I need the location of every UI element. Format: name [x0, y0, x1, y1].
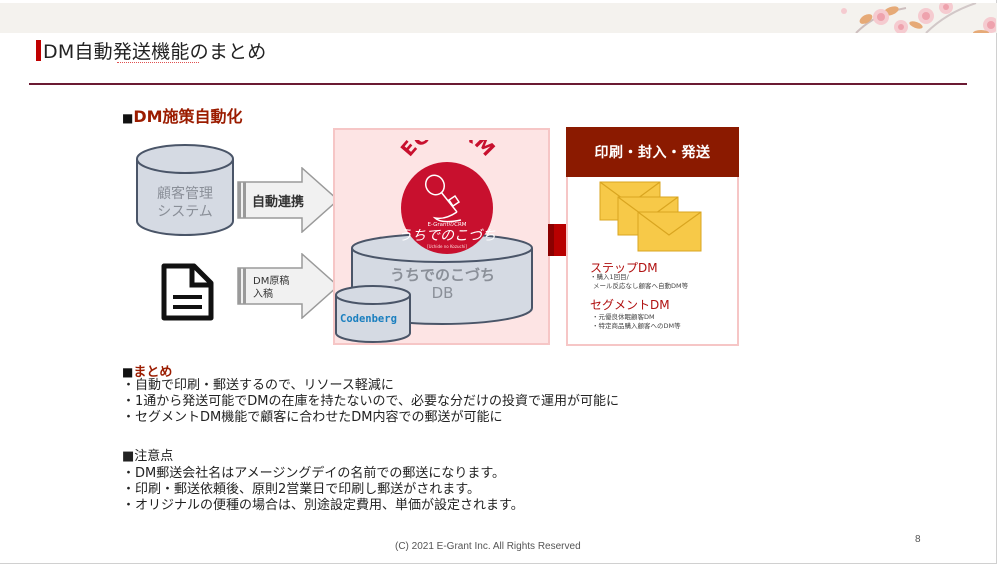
summary-item: ・セグメントDM機能で顧客に合わせたDM内容での郵送が可能に: [122, 410, 503, 425]
manuscript-arrow: [237, 253, 340, 319]
summary-heading: ■まとめ: [122, 361, 172, 380]
summary-list: ・自動で印刷・郵送するので、リソース軽減に ・1通から発送可能でDMの在庫を持た…: [122, 378, 619, 426]
auto-link-label: 自動連携: [252, 195, 305, 210]
summary-item: ・1通から発送可能でDMの在庫を持たないので、必要な分だけの投資で運用が可能に: [122, 394, 619, 409]
main-db-line1: うちでのこづち: [389, 266, 495, 284]
diagram-heading-text: DM施策自動化: [133, 107, 243, 126]
codenberg-label: Codenberg: [340, 313, 397, 325]
codenberg-db-cylinder: [335, 285, 411, 343]
segment-dm-title: セグメントDM: [590, 298, 670, 312]
step-dm-desc: ・購入1回目/ メール反応なし顧客へ自動DM等: [590, 273, 688, 291]
diagram-heading: ■DM施策自動化: [122, 103, 243, 127]
summary-item: ・自動で印刷・郵送するので、リソース軽減に: [122, 378, 394, 393]
step-dm-line1: ・購入1回目/: [590, 273, 629, 281]
manuscript-label: DM原稿 入稿: [253, 275, 289, 301]
manuscript-line2: 入稿: [253, 289, 273, 300]
summary-heading-text: まとめ: [133, 365, 173, 380]
segment-dm-line2: ・特定商品購入顧客へのDM等: [592, 322, 681, 330]
step-dm-title: ステップDM: [590, 261, 658, 275]
customer-db-line2: システム: [157, 204, 213, 220]
main-db-line2: DB: [431, 284, 454, 302]
customer-db-cylinder: [136, 144, 234, 236]
manuscript-line1: DM原稿: [253, 276, 290, 287]
main-db-label: うちでのこづち DB: [355, 266, 530, 302]
floral-decoration: [796, 3, 996, 33]
page-title[interactable]: DM自動発送機能のまとめ: [43, 41, 267, 63]
notes-item: ・DM郵送会社名はアメージングデイの名前での郵送になります。: [122, 466, 506, 481]
output-header: 印刷・封入・発送: [566, 127, 739, 177]
title-divider: [29, 83, 967, 85]
envelopes-icon: [599, 181, 702, 252]
heading-bullet: ■: [122, 111, 134, 125]
header-band: [0, 3, 997, 33]
spellcheck-underline: [117, 61, 199, 63]
logo-arc-text: EC×CRM: [397, 140, 499, 161]
copyright: (C) 2021 E-Grant Inc. All Rights Reserve…: [395, 541, 581, 552]
summary-bullet: ■: [122, 365, 134, 379]
logo-brand-text: うちでのこづち: [398, 228, 496, 244]
notes-heading: ■注意点: [122, 449, 174, 464]
document-icon: [161, 263, 214, 321]
notes-item: ・印刷・郵送依頼後、原則2営業日で印刷し郵送がされます。: [122, 482, 480, 497]
segment-dm-line1: ・元優良休眠顧客DM: [592, 313, 655, 321]
customer-db-label: 顧客管理 システム: [140, 185, 230, 221]
logo-romaji-text: [Uchide no Kozuchi]: [427, 244, 467, 249]
notes-item: ・オリジナルの便種の場合は、別途設定費用、単価が設定されます。: [122, 498, 524, 513]
customer-db-line1: 顧客管理: [157, 186, 213, 202]
title-accent-bar: [36, 40, 41, 61]
auto-link-arrow: [237, 167, 340, 233]
segment-dm-desc: ・元優良休眠顧客DM ・特定商品購入顧客へのDM等: [592, 313, 681, 331]
uchide-logo: EC×CRM E-GrantのCRM うちでのこづち [Uchide no Ko…: [397, 140, 499, 254]
notes-list: ・DM郵送会社名はアメージングデイの名前での郵送になります。 ・印刷・郵送依頼後…: [122, 466, 524, 514]
page-number: 8: [915, 534, 921, 545]
logo-small-text: E-GrantのCRM: [427, 221, 466, 228]
step-dm-line2: メール反応なし顧客へ自動DM等: [593, 282, 689, 290]
